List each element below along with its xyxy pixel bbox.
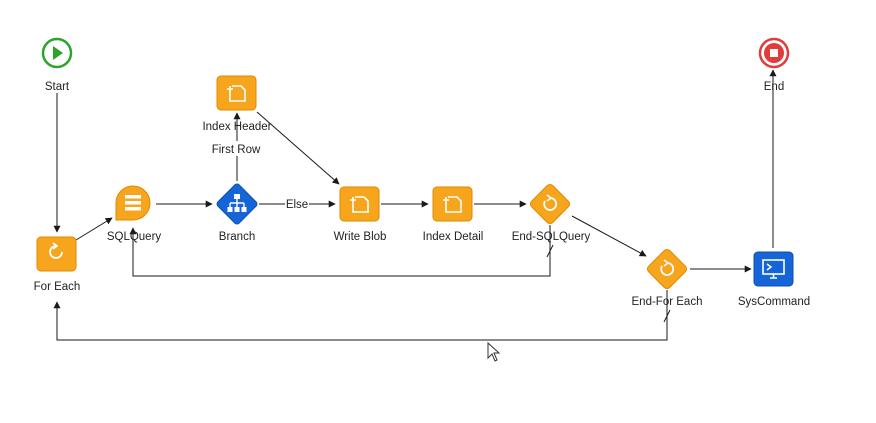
loop-end-icon [543, 194, 558, 211]
node-for-each-label: For Each [34, 281, 81, 293]
new-document-icon [350, 196, 369, 213]
edge-label-else: Else [285, 197, 309, 211]
node-branch[interactable]: Branch [216, 183, 258, 243]
node-branch-label: Branch [219, 231, 255, 243]
edge-index-header-to-write-blob[interactable] [256, 111, 340, 185]
node-sqlquery[interactable]: SQLQuery [107, 185, 162, 243]
node-end-label: End [764, 81, 784, 93]
loop-icon [49, 242, 63, 259]
play-icon [53, 46, 63, 60]
edge-end-foreach-loop[interactable] [53, 290, 668, 341]
node-write-blob[interactable]: Write Blob [334, 186, 387, 243]
node-index-detail[interactable]: Index Detail [423, 186, 484, 243]
node-end-for-each[interactable]: End-For Each [632, 248, 703, 308]
edge-foreach-to-sqlquery[interactable] [75, 217, 113, 241]
hierarchy-icon [227, 194, 247, 212]
node-index-detail-label: Index Detail [423, 231, 484, 243]
loop-tick [546, 244, 554, 258]
edge-label-else-text: Else [286, 199, 308, 211]
new-document-icon [227, 85, 246, 102]
node-index-header-label: Index Header [202, 121, 271, 133]
node-sqlquery-label: SQLQuery [107, 231, 162, 243]
node-write-blob-label: Write Blob [334, 231, 387, 243]
edge-end-sqlquery-to-end-foreach[interactable] [571, 215, 647, 257]
node-index-header[interactable]: Index Header [202, 75, 272, 133]
node-end-sqlquery[interactable]: End-SQLQuery [512, 183, 591, 243]
new-document-icon [443, 196, 462, 213]
node-start-label: Start [45, 81, 70, 93]
edge-label-first-row-text: First Row [212, 144, 261, 156]
loop-end-icon [660, 259, 675, 276]
stop-icon [770, 49, 778, 57]
database-icon [125, 195, 141, 211]
node-start[interactable]: Start [41, 37, 73, 93]
edges [53, 69, 777, 341]
edge-label-first-row: First Row [208, 141, 266, 156]
terminal-icon [762, 259, 785, 279]
node-end-for-each-label: End-For Each [632, 296, 703, 308]
loop-tick [663, 309, 671, 323]
node-syscommand-label: SysCommand [738, 296, 810, 308]
node-for-each[interactable]: For Each [34, 236, 81, 293]
node-end[interactable]: End [758, 37, 790, 93]
node-end-sqlquery-label: End-SQLQuery [512, 231, 591, 243]
node-syscommand[interactable]: SysCommand [738, 251, 810, 308]
mouse-cursor-icon [487, 341, 501, 362]
